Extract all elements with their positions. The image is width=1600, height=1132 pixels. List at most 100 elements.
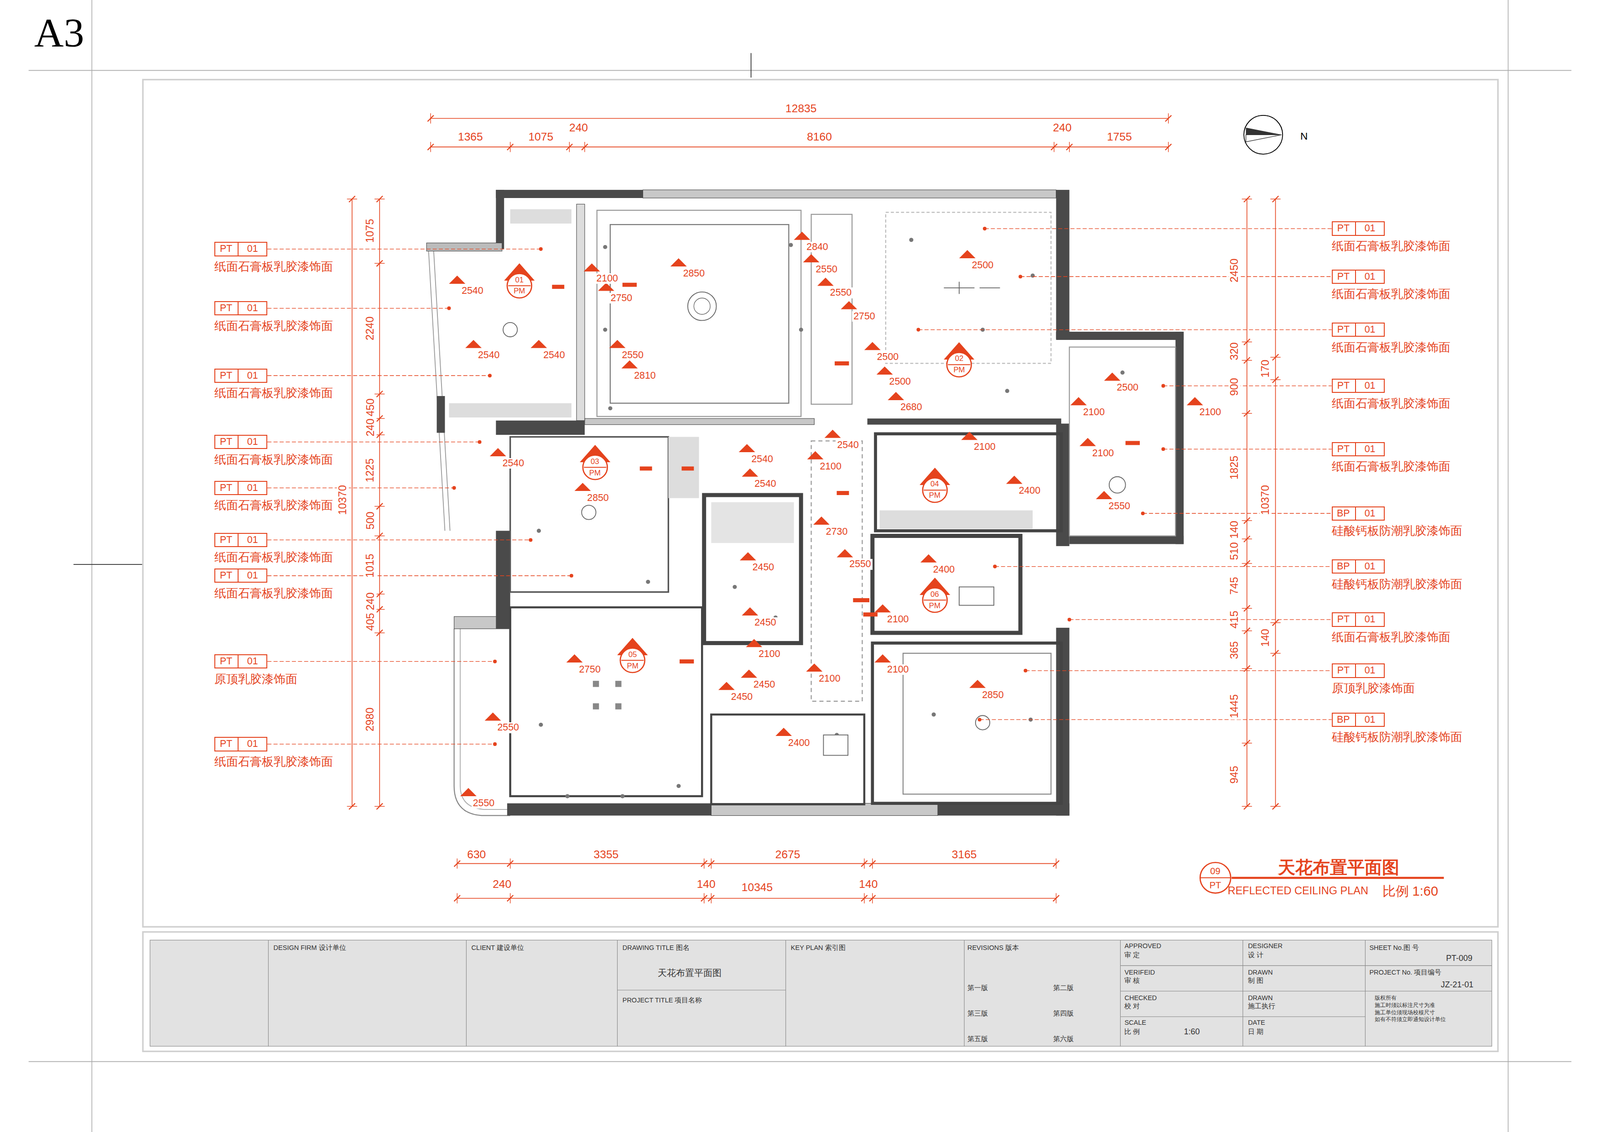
ceiling-height-marker	[739, 551, 757, 561]
ceiling-light	[975, 715, 990, 730]
ceiling-height-marker	[465, 339, 482, 349]
ceiling-height-marker	[609, 339, 626, 349]
ceiling-height-marker	[718, 681, 735, 690]
extension-line	[1241, 519, 1252, 521]
room-code: PM	[513, 286, 525, 296]
material-tag: PT01纸面石膏板乳胶漆饰面	[214, 532, 268, 547]
tag-divider	[237, 481, 239, 494]
label: 第五版	[967, 1035, 988, 1043]
ceiling-height-marker	[530, 339, 547, 349]
material-number: 01	[247, 436, 259, 447]
dimension: 365	[1228, 639, 1241, 661]
extension-line	[1241, 607, 1252, 609]
material-description: 原顶乳胶漆饰面	[214, 672, 298, 686]
extension-line	[1241, 742, 1252, 743]
ceiling-height: 2550	[828, 287, 853, 298]
extension-line	[509, 857, 511, 868]
material-description: 纸面石膏板乳胶漆饰面	[1331, 340, 1451, 354]
ceiling-height: 2500	[1115, 382, 1140, 393]
ceiling-height-marker	[1070, 396, 1087, 406]
ceiling-height: 2100	[885, 664, 910, 675]
ceiling-height-marker	[1104, 372, 1121, 381]
material-number: 01	[247, 482, 259, 494]
ceiling-height-marker	[864, 341, 881, 350]
dimension: 240	[491, 877, 513, 890]
label: DATE	[1247, 1018, 1266, 1027]
tag-divider	[1355, 664, 1356, 677]
dimension: 240	[1051, 121, 1073, 134]
label: VERIFEID	[1124, 968, 1155, 977]
tag-divider	[1355, 323, 1356, 336]
material-tag: PT01原顶乳胶漆饰面	[1331, 663, 1385, 678]
ceiling-height-marker	[460, 787, 477, 796]
ceiling-height: 2540	[835, 439, 860, 451]
ceiling-height: 2750	[577, 664, 602, 675]
extension-line	[584, 141, 585, 152]
leader-dot	[539, 247, 543, 251]
leader-line	[267, 660, 495, 662]
material-description: 纸面石膏板乳胶漆饰面	[214, 550, 333, 564]
marker-divider	[947, 363, 971, 365]
dimension: 2980	[364, 706, 377, 733]
linear-diffuser	[836, 490, 850, 495]
extension-line	[703, 857, 705, 868]
dimension: 320	[1228, 340, 1241, 362]
label: 施工单位须现场校核尺寸	[1374, 1009, 1435, 1016]
ceiling-height: 2850	[980, 689, 1005, 701]
ceiling-height: 2500	[970, 259, 995, 271]
material-code: PT	[219, 570, 233, 581]
extension-line	[347, 805, 358, 807]
label: REVISIONS 版本	[967, 944, 1019, 952]
ceiling-height: 2550	[620, 349, 645, 361]
marker-circle	[620, 648, 645, 673]
material-description: 纸面石膏板乳胶漆饰面	[214, 386, 333, 400]
material-number: 01	[247, 302, 259, 314]
material-description: 纸面石膏板乳胶漆饰面	[1331, 396, 1451, 410]
marker-circle	[922, 477, 947, 503]
leader-line	[979, 719, 1332, 720]
tag-divider	[1355, 507, 1356, 520]
material-code: PT	[219, 370, 233, 381]
label: PT-009	[1445, 953, 1473, 963]
label: 施工执行	[1247, 1002, 1276, 1010]
north-arrow	[1246, 127, 1282, 136]
leader-dot	[977, 717, 982, 722]
extension-line	[1055, 893, 1057, 904]
dimension: 240	[364, 590, 377, 612]
label: SCALE	[1124, 1018, 1147, 1027]
room-marker: 01PM	[503, 259, 536, 300]
trim-line	[28, 70, 1572, 72]
ceiling-height: 2100	[594, 273, 619, 284]
material-number: 01	[247, 655, 259, 667]
title-bubble: 09PT	[1199, 861, 1232, 894]
tag-divider	[237, 369, 239, 382]
extension-line	[1241, 805, 1252, 807]
label: KEY PLAN 索引图	[790, 944, 846, 952]
marker-divider	[923, 599, 946, 601]
label: 比 例	[1124, 1028, 1140, 1036]
dimension: 10370	[1259, 483, 1272, 517]
dimension: 140	[857, 877, 879, 890]
material-tag: PT01纸面石膏板乳胶漆饰面	[214, 301, 268, 316]
wall	[937, 803, 1070, 816]
leader-dot	[493, 742, 497, 746]
tag-divider	[1355, 270, 1356, 283]
wall	[576, 203, 585, 421]
material-number: 01	[1364, 271, 1376, 282]
room-outline	[704, 494, 802, 643]
ceiling-height-marker	[745, 638, 763, 647]
material-code: PT	[1337, 664, 1350, 676]
extension-line	[374, 505, 385, 507]
material-code: PT	[1337, 443, 1350, 455]
ceiling-height-marker	[794, 231, 811, 240]
extension-line	[509, 893, 511, 904]
ceiling-height-marker	[775, 727, 792, 736]
extension-line	[457, 893, 458, 904]
label: A3	[34, 10, 84, 55]
ceiling-height: 2100	[885, 613, 910, 625]
material-tag: PT01纸面石膏板乳胶漆饰面	[214, 241, 268, 256]
label: CHECKED	[1124, 994, 1157, 1002]
marker-divider	[508, 285, 531, 286]
ceiling-height-marker	[1096, 490, 1113, 499]
material-number: 01	[247, 570, 259, 581]
